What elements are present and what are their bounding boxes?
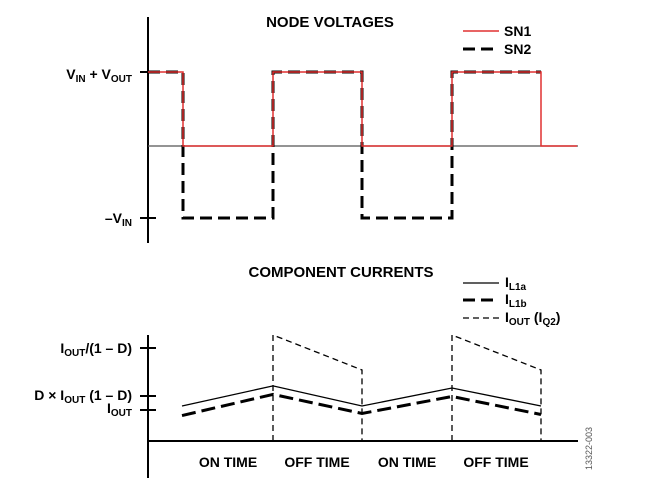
x-label-off-time-2: OFF TIME [463, 454, 528, 470]
x-label-off-time-1: OFF TIME [284, 454, 349, 470]
y-label-iout: IOUT [107, 400, 132, 419]
legend-label-iout: IOUT (IQ2) [505, 309, 560, 328]
component-currents-chart: COMPONENT CURRENTS IOUT/(1 – D) D × IOUT… [34, 264, 578, 478]
node-voltages-chart: NODE VOLTAGES VIN + VOUT –VIN SN1 SN2 [66, 14, 578, 243]
series-line-iout-seg-0 [272, 334, 363, 441]
y-label-d-iout: D × IOUT (1 – D) [34, 387, 132, 406]
y-label-vin-plus-vout: VIN + VOUT [66, 66, 132, 85]
chart-title-component-currents: COMPONENT CURRENTS [248, 264, 433, 281]
series-line-iout-seg-1 [451, 334, 542, 441]
legend-label-il1a: IL1a [505, 274, 527, 293]
series-line-sn1 [148, 71, 577, 147]
series-line-il1b [181, 392, 542, 418]
legend-label-il1b: IL1b [505, 291, 527, 310]
y-label-iout-over-1-d: IOUT/(1 – D) [60, 340, 132, 359]
legend-label-sn2: SN2 [504, 41, 531, 57]
x-label-on-time-2: ON TIME [378, 454, 436, 470]
series-line-il1a [181, 385, 542, 407]
chart-title-node-voltages: NODE VOLTAGES [266, 14, 394, 31]
x-label-on-time-1: ON TIME [199, 454, 257, 470]
series-line-sn2 [148, 70, 541, 220]
y-label-neg-vin: –VIN [105, 210, 132, 229]
legend-label-sn1: SN1 [504, 23, 531, 39]
figure-id: 13322-003 [584, 427, 594, 470]
